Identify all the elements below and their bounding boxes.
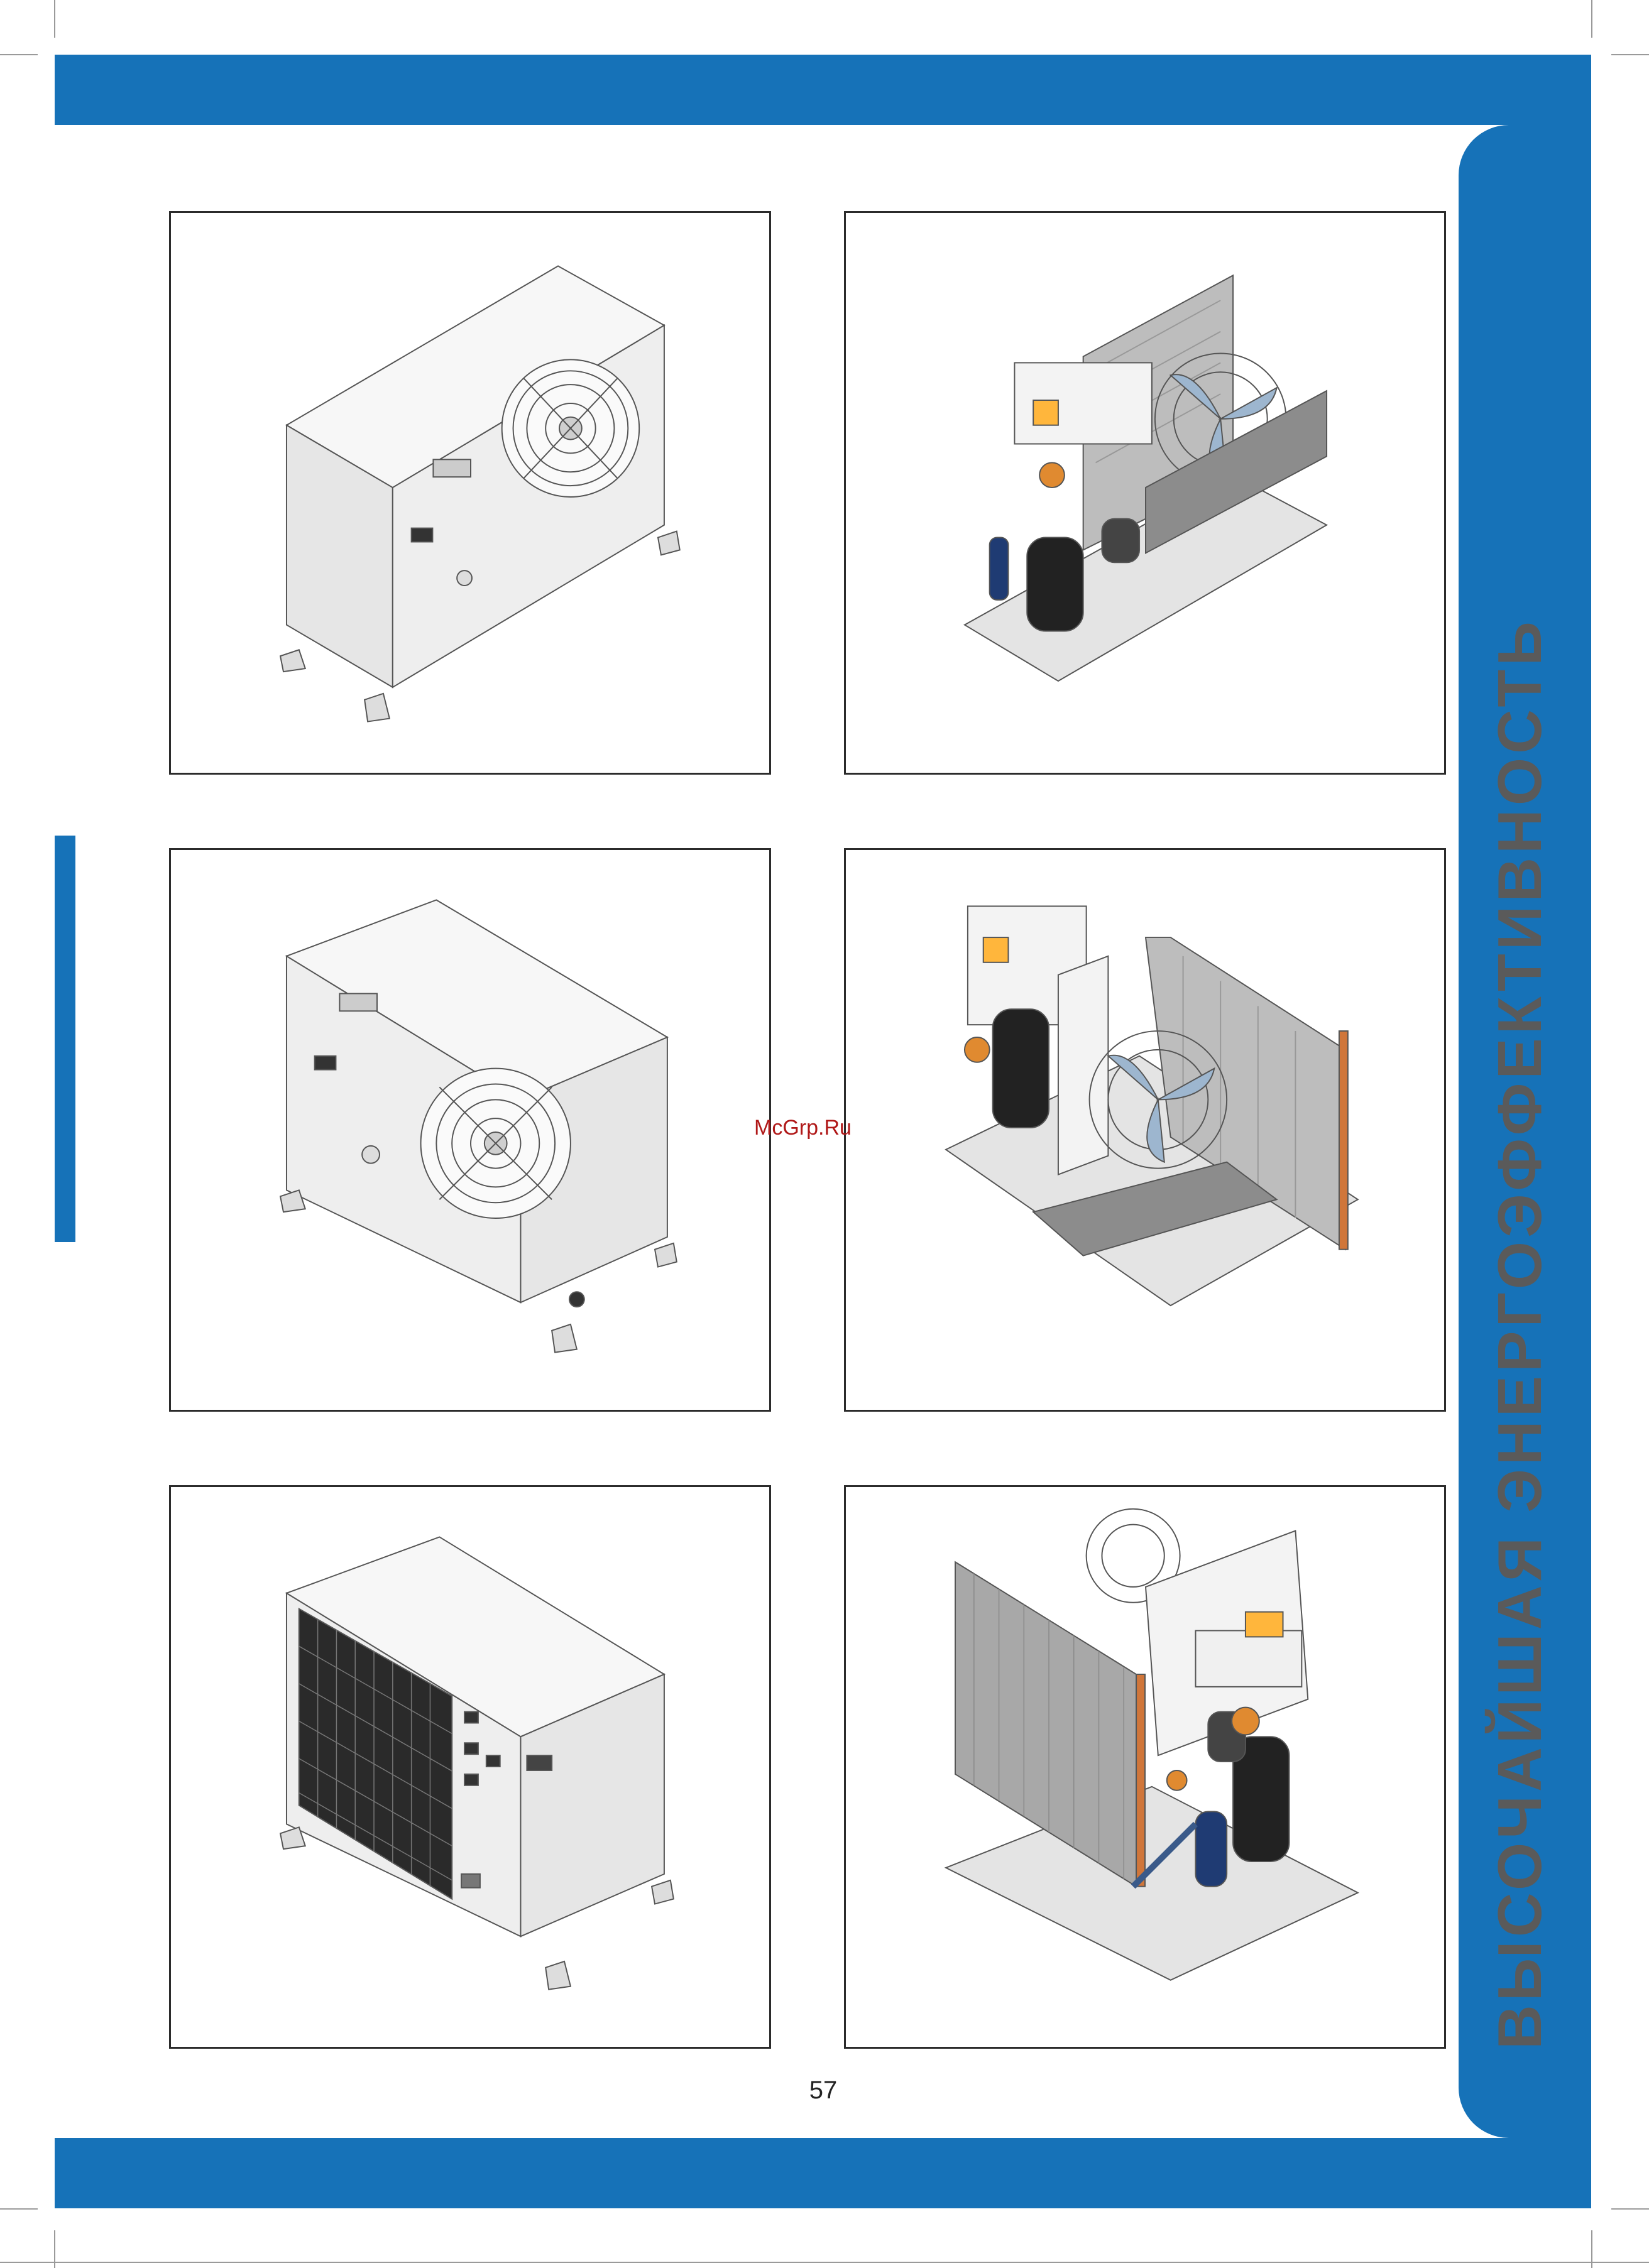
crop-mark (1611, 2208, 1649, 2210)
left-section-marker (55, 836, 75, 1242)
figure-panel-unit-front-open (844, 211, 1446, 775)
crop-mark (0, 54, 38, 55)
watermark-text: McGrp.Ru (754, 1116, 852, 1140)
top-band (55, 55, 1591, 125)
crop-mark (0, 2208, 38, 2210)
figure-panel-unit-side-open (844, 848, 1446, 1412)
vertical-section-title: ВЫСОЧАЙШАЯ ЭНЕРГОЭФФЕКТИВНОСТЬ (1491, 227, 1548, 2049)
figure-panel-unit-side-closed (169, 848, 771, 1412)
figure-panel-unit-rear-closed (169, 1485, 771, 2049)
figure-panel-unit-rear-open (844, 1485, 1446, 2049)
bottom-rule (0, 2262, 1649, 2263)
condensing-unit-side-open-icon (846, 850, 1444, 1410)
bottom-band (55, 2138, 1591, 2208)
condensing-unit-side-icon (171, 850, 769, 1410)
page-number: 57 (792, 2076, 855, 2105)
condensing-unit-rear-icon (171, 1487, 769, 2047)
condensing-unit-rear-open-icon (846, 1487, 1444, 2047)
condensing-unit-closed-icon (171, 213, 769, 773)
crop-mark (1591, 0, 1592, 38)
condensing-unit-open-icon (846, 213, 1444, 773)
figure-panel-unit-front-closed (169, 211, 771, 775)
crop-mark (54, 0, 55, 38)
crop-mark (1611, 54, 1649, 55)
